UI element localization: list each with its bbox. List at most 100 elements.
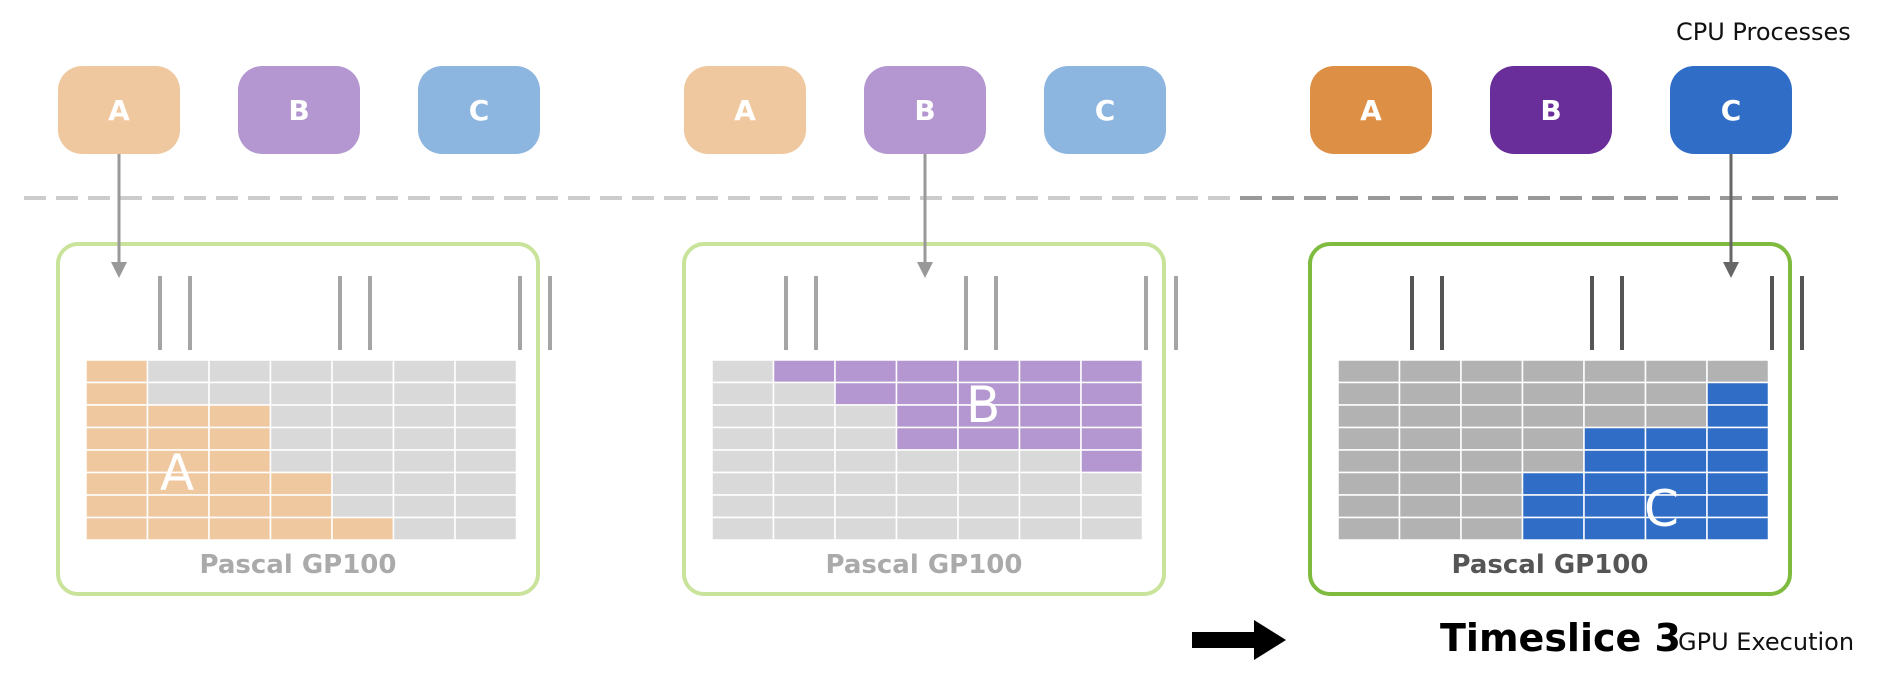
sm-cell-idle xyxy=(957,471,1021,496)
sm-cell-idle xyxy=(331,426,395,451)
sm-cell-idle xyxy=(1398,471,1462,496)
process-label: C xyxy=(1094,93,1116,127)
timeslice-label: Timeslice 3 xyxy=(1440,616,1681,660)
sm-cell-idle xyxy=(1583,381,1647,406)
sm-cell-active xyxy=(208,449,272,474)
process-label: A xyxy=(734,93,756,127)
sm-cell-idle xyxy=(834,516,898,541)
sm-cell-active xyxy=(85,516,149,541)
sm-cell-active xyxy=(1644,449,1708,474)
sm-cell-idle xyxy=(146,381,210,406)
sm-cell-idle xyxy=(1460,494,1524,519)
sm-cell-idle xyxy=(957,516,1021,541)
sm-cell-idle xyxy=(1080,516,1144,541)
sm-cell-idle xyxy=(957,449,1021,474)
sm-cell-active xyxy=(1080,359,1144,384)
sm-cell-idle xyxy=(1337,516,1401,541)
sm-cell-idle xyxy=(1018,449,1082,474)
stage1-process-a[interactable]: A xyxy=(58,66,180,154)
sm-cell-idle xyxy=(454,359,518,384)
sm-cell-active xyxy=(269,516,333,541)
sm-cell-idle xyxy=(1644,381,1708,406)
sm-cell-idle xyxy=(208,359,272,384)
sm-cell-active xyxy=(1080,404,1144,429)
sm-cell-active xyxy=(208,404,272,429)
sm-cell-idle xyxy=(1644,359,1708,384)
sm-cell-idle xyxy=(1337,449,1401,474)
sm-cell-active xyxy=(1521,494,1585,519)
stage2-process-b[interactable]: B xyxy=(864,66,986,154)
process-label: B xyxy=(914,93,936,127)
sm-cell-idle xyxy=(269,426,333,451)
sm-cell-idle xyxy=(1583,359,1647,384)
sm-cell-idle xyxy=(1521,426,1585,451)
sm-cell-active xyxy=(85,404,149,429)
stage2-process-a[interactable]: A xyxy=(684,66,806,154)
sm-cell-idle xyxy=(392,381,456,406)
sm-cell-idle xyxy=(772,381,836,406)
sm-cell-idle xyxy=(269,359,333,384)
sm-cell-idle xyxy=(1460,449,1524,474)
sm-cell-idle xyxy=(834,471,898,496)
sm-cell-idle xyxy=(834,404,898,429)
sm-cell-idle xyxy=(392,359,456,384)
sm-cell-active xyxy=(834,359,898,384)
region-letter-a: A xyxy=(160,444,195,502)
sm-cell-idle xyxy=(454,494,518,519)
stage1-process-b[interactable]: B xyxy=(238,66,360,154)
sm-cell-idle xyxy=(895,516,959,541)
sm-cell-active xyxy=(1080,381,1144,406)
sm-cell-active xyxy=(1706,404,1770,429)
sm-cell-idle xyxy=(454,404,518,429)
stage1-process-c[interactable]: C xyxy=(418,66,540,154)
gpu-execution-label: GPU Execution xyxy=(1678,628,1855,656)
sm-cell-active xyxy=(208,516,272,541)
sm-cell-active xyxy=(146,516,210,541)
sm-cell-idle xyxy=(772,494,836,519)
stage2-process-c[interactable]: C xyxy=(1044,66,1166,154)
stage3-process-b[interactable]: B xyxy=(1490,66,1612,154)
sm-cell-active xyxy=(1018,404,1082,429)
sm-cell-idle xyxy=(1080,471,1144,496)
sm-cell-idle xyxy=(711,494,775,519)
sm-cell-idle xyxy=(146,359,210,384)
region-letter-c: C xyxy=(1644,480,1679,538)
sm-cell-active xyxy=(1080,449,1144,474)
sm-cell-active xyxy=(85,449,149,474)
sm-cell-active xyxy=(1583,449,1647,474)
sm-cell-idle xyxy=(895,471,959,496)
sm-cell-idle xyxy=(1460,516,1524,541)
process-label: A xyxy=(1360,93,1382,127)
sm-cell-idle xyxy=(269,449,333,474)
sm-cell-active xyxy=(834,381,898,406)
sm-cell-idle xyxy=(1644,404,1708,429)
sm-cell-active xyxy=(895,359,959,384)
sm-cell-active xyxy=(772,359,836,384)
sm-cell-active xyxy=(895,426,959,451)
sm-cell-idle xyxy=(1080,494,1144,519)
stage3-process-c[interactable]: C xyxy=(1670,66,1792,154)
sm-cell-idle xyxy=(1521,381,1585,406)
sm-cell-idle xyxy=(392,471,456,496)
sm-cell-idle xyxy=(895,449,959,474)
sm-cell-idle xyxy=(711,516,775,541)
sm-cell-idle xyxy=(331,449,395,474)
sm-cell-idle xyxy=(834,494,898,519)
sm-cell-idle xyxy=(1398,494,1462,519)
sm-cell-idle xyxy=(772,404,836,429)
sm-cell-idle xyxy=(454,516,518,541)
sm-cell-active xyxy=(208,494,272,519)
sm-cell-active xyxy=(269,471,333,496)
stage3-process-a[interactable]: A xyxy=(1310,66,1432,154)
sm-cell-idle xyxy=(711,404,775,429)
sm-cell-idle xyxy=(1460,471,1524,496)
sm-cell-active xyxy=(1018,426,1082,451)
sm-cell-active xyxy=(1521,471,1585,496)
sm-cell-idle xyxy=(1583,404,1647,429)
sm-cell-active xyxy=(85,494,149,519)
sm-cell-idle xyxy=(331,471,395,496)
sm-cell-idle xyxy=(454,449,518,474)
sm-cell-active xyxy=(208,471,272,496)
sm-cell-active xyxy=(146,404,210,429)
sm-cell-idle xyxy=(1460,426,1524,451)
